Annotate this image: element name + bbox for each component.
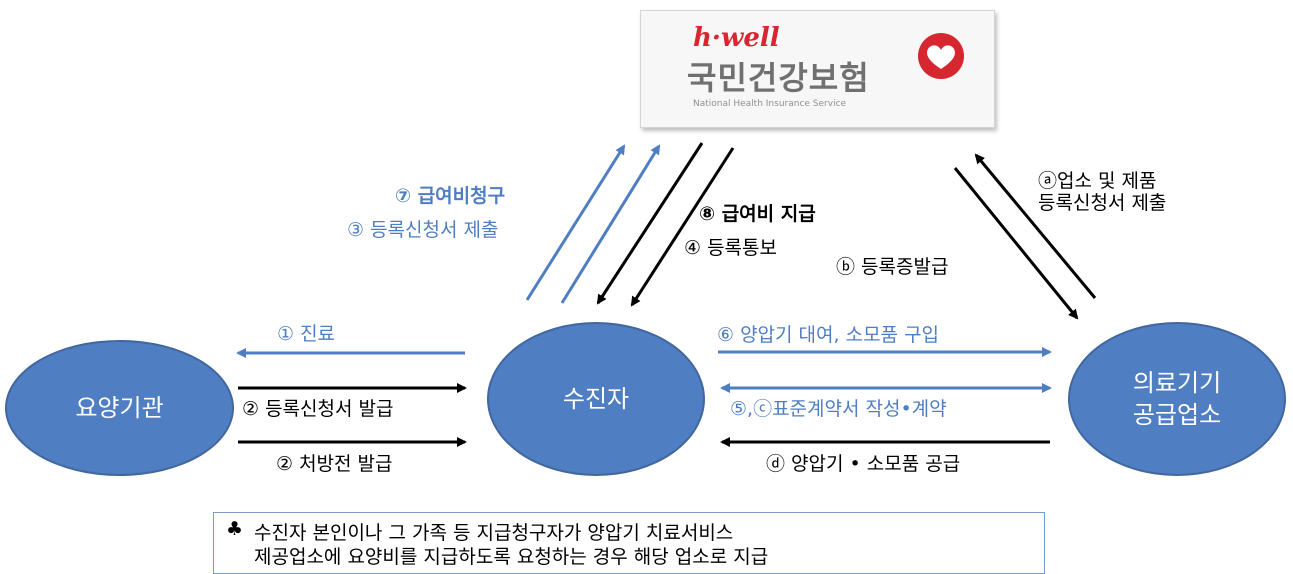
label-register-issue: ② 등록신청서 발급 [242, 398, 394, 420]
label-claim: ⑦ 급여비청구 [395, 185, 506, 207]
org-name-en: National Health Insurance Service [693, 99, 847, 109]
label-contract: ⑤,ⓒ표준계약서 작성•계약 [730, 398, 947, 420]
arrow-supplier-submit [974, 153, 1097, 299]
note-line-1: 수진자 본인이나 그 가족 등 지급청구자가 양압기 치료서비스 [254, 522, 734, 544]
arrow-payment [596, 142, 704, 305]
node-yoyang-institution: 요양기관 [5, 340, 234, 476]
label-payment: ⑧ 급여비 지급 [699, 203, 816, 225]
label-supply: ⓓ 양압기 • 소모품 공급 [766, 453, 961, 475]
org-name: 국민건강보험 [687, 59, 870, 97]
node-supplier-line2: 공급업소 [1132, 401, 1222, 429]
arrow-cert-issue [953, 167, 1079, 320]
arrow-register-submit [560, 144, 661, 304]
arrow-notice [630, 147, 735, 307]
heart-logo-icon [918, 33, 964, 79]
label-treatment: ① 진료 [277, 323, 336, 345]
arrow-claim [525, 144, 626, 301]
node-supplier-label: 의료기기 공급업소 [1133, 367, 1221, 432]
label-rental: ⑥ 양압기 대여, 소모품 구입 [717, 324, 940, 346]
note-line-2: 제공업소에 요양비를 지급하도록 요청하는 경우 해당 업소로 지급 [254, 546, 769, 568]
label-notice: ④ 등록통보 [684, 237, 777, 259]
brand-text: h·well [693, 23, 780, 53]
label-prescription-issue: ② 처방전 발급 [276, 453, 393, 475]
node-supplier-line1: 의료기기 [1132, 368, 1222, 397]
node-patient: 수진자 [487, 322, 705, 476]
label-cert-issue: ⓑ 등록증발급 [836, 256, 949, 278]
club-icon: ♣ [226, 518, 244, 540]
node-patient-label: 수진자 [562, 384, 630, 413]
node-supplier: 의료기기 공급업소 [1068, 322, 1286, 476]
label-supplier-submit-1: ⓐ업소 및 제품 [1038, 170, 1157, 192]
label-register-submit: ③ 등록신청서 제출 [347, 219, 499, 241]
label-supplier-submit-2: 등록신청서 제출 [1038, 192, 1167, 214]
nhis-logo: h·well 국민건강보험 National Health Insurance … [640, 10, 995, 128]
node-yoyang-label: 요양기관 [75, 393, 164, 422]
